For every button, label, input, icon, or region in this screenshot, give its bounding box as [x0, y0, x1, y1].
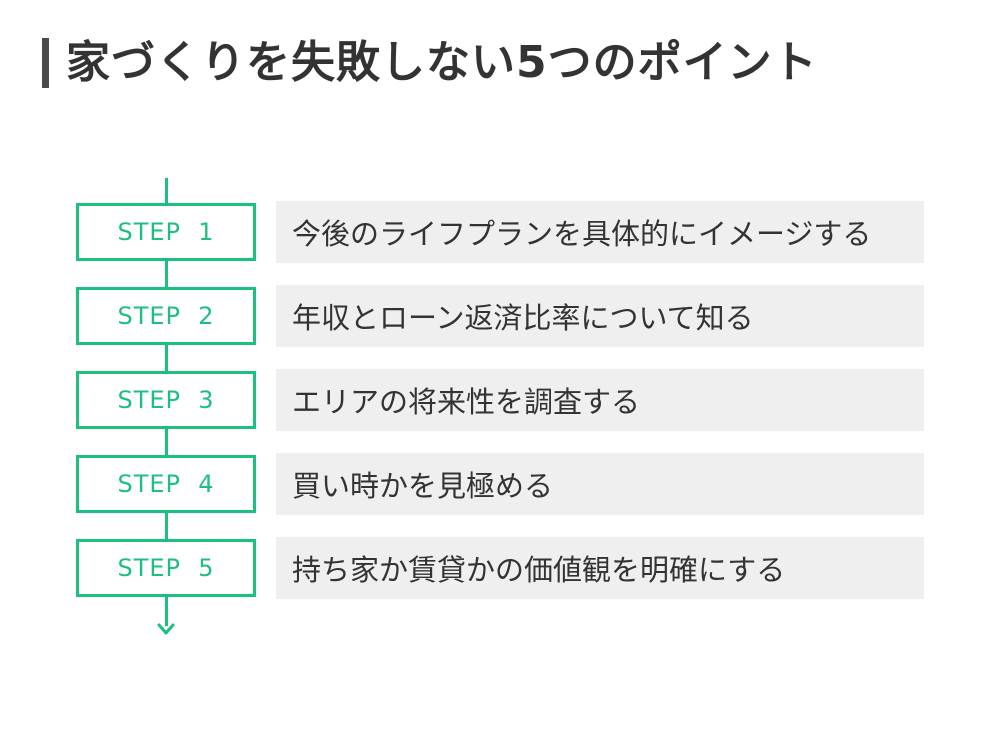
step-1-box: STEP 1: [76, 203, 256, 261]
step-2-text: 年収とローン返済比率について知る: [276, 285, 924, 347]
step-5-box: STEP 5: [76, 539, 256, 597]
step-4-text: 買い時かを見極める: [276, 453, 924, 515]
step-3-text: エリアの将来性を調査する: [276, 369, 924, 431]
step-2-box: STEP 2: [76, 287, 256, 345]
title-accent-bar: [42, 38, 49, 88]
step-3-box: STEP 3: [76, 371, 256, 429]
step-5-text: 持ち家か賃貸かの価値観を明確にする: [276, 537, 924, 599]
arrow-down-icon: [157, 623, 175, 635]
page-title: 家づくりを失敗しない5つのポイント: [66, 37, 818, 88]
step-1-text: 今後のライフプランを具体的にイメージする: [276, 201, 924, 263]
step-4-box: STEP 4: [76, 455, 256, 513]
